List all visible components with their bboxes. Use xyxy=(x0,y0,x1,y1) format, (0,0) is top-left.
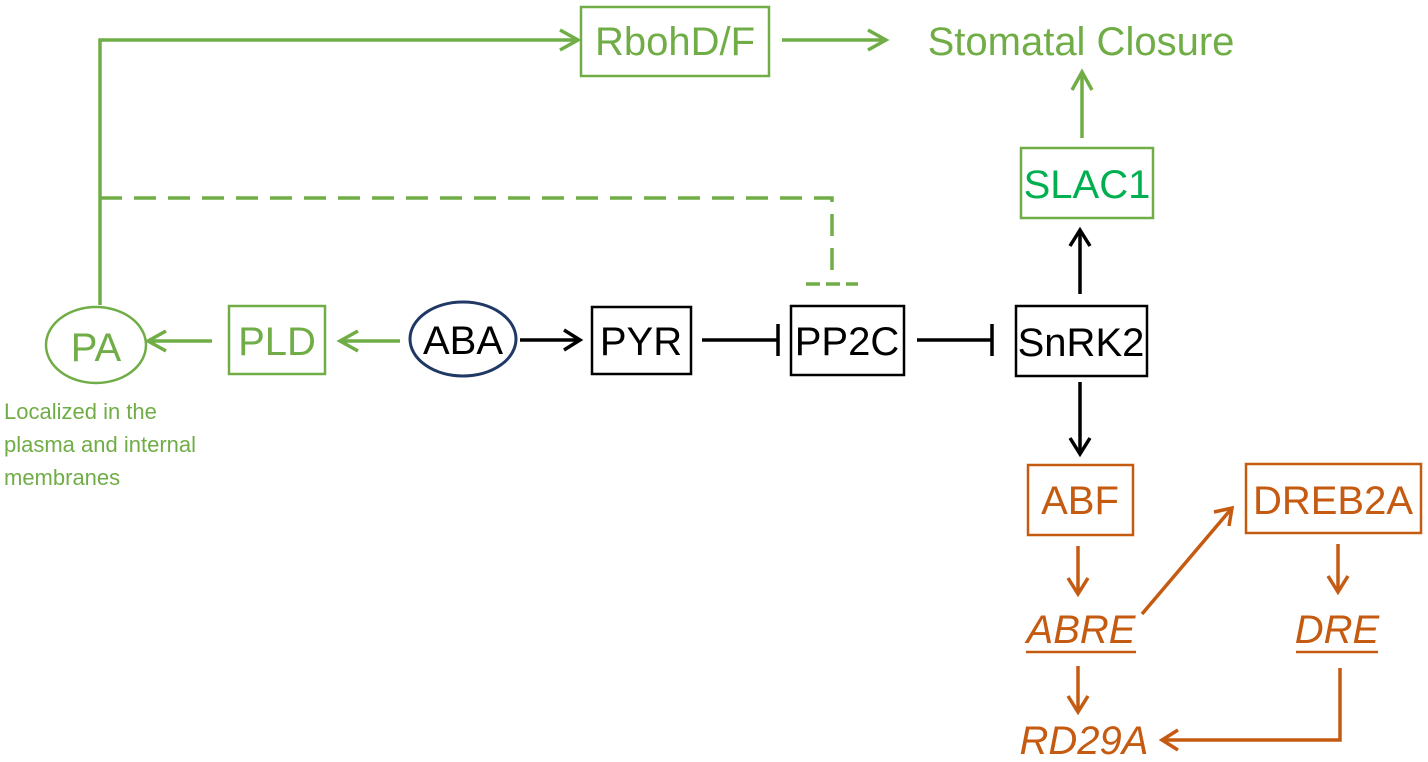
rd29a-label: RD29A xyxy=(1020,719,1149,762)
pld-box xyxy=(227,304,327,376)
pa-ellipse xyxy=(44,305,148,385)
stomatal-arrowhead-right xyxy=(867,28,890,52)
dreb2a-label: DREB2A xyxy=(1253,479,1413,523)
pyr-label: PYR xyxy=(600,320,682,364)
pp2c-box xyxy=(789,304,906,377)
rd29a-arrowhead-left xyxy=(1158,728,1179,752)
pa-localization-note-line2: plasma and internal xyxy=(4,432,196,457)
rbohd-label: RbohD/F xyxy=(595,20,755,64)
pa-localization-note-line1: Localized in the xyxy=(4,399,157,424)
aba-ellipse xyxy=(408,300,518,378)
dre-to-rd29a-arrow xyxy=(1162,668,1342,742)
slac1-label: SLAC1 xyxy=(1024,163,1151,207)
pa-inhibits-pp2c-dashed xyxy=(100,196,834,282)
pyr-box xyxy=(590,305,693,376)
pyr-arrowhead xyxy=(563,328,584,352)
rbohd-box xyxy=(579,5,771,78)
pp2c-label: PP2C xyxy=(795,320,900,364)
abf-arrowhead xyxy=(1068,437,1092,458)
abre-label: ABRE xyxy=(1025,608,1137,652)
pld-label: PLD xyxy=(238,320,316,364)
dre-label: DRE xyxy=(1295,608,1381,652)
abf-box xyxy=(1026,463,1135,537)
stomatal-arrowhead-up xyxy=(1070,68,1094,91)
pld-arrowhead xyxy=(336,329,359,353)
snrk2-box xyxy=(1014,304,1149,378)
rbohd-arrowhead xyxy=(559,28,582,52)
pa-to-rbohd-arrow xyxy=(98,38,578,305)
aba-label: ABA xyxy=(423,319,503,363)
abf-label: ABF xyxy=(1041,479,1119,523)
pa-arrowhead xyxy=(144,329,167,353)
abre-arrowhead xyxy=(1066,577,1090,598)
rd29a-arrowhead-down xyxy=(1066,695,1090,716)
abre-to-dreb2a-arrow xyxy=(1140,506,1234,616)
pa-label: PA xyxy=(71,326,122,370)
dre-arrowhead xyxy=(1326,575,1350,596)
slac1-box xyxy=(1019,146,1155,220)
pa-localization-note-line3: membranes xyxy=(4,465,120,490)
dreb2a-arrowhead xyxy=(1213,505,1235,527)
slac1-arrowhead xyxy=(1068,226,1092,247)
snrk2-label: SnRK2 xyxy=(1018,321,1145,365)
stomatal-closure-label: Stomatal Closure xyxy=(928,20,1235,64)
dreb2a-box xyxy=(1244,462,1423,535)
